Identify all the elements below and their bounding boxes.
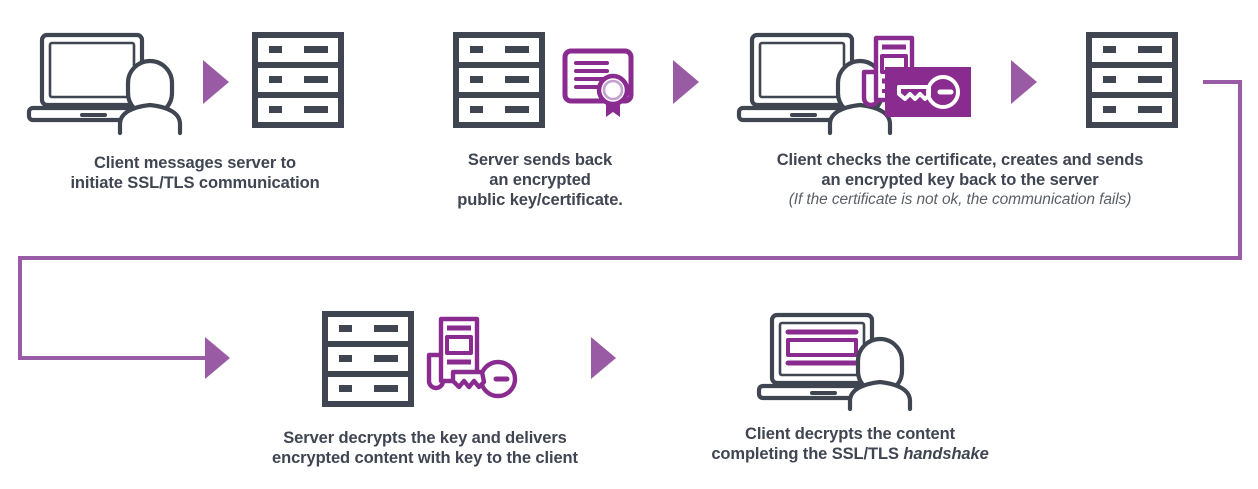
step-4-caption-line-1: Server decrypts the key and delivers — [283, 429, 567, 447]
connector-segment-top — [1203, 80, 1242, 84]
step-5-caption-line-2: completing the SSL/TLS — [711, 445, 904, 463]
step-1-icon-server-rack — [252, 32, 344, 128]
step-4-caption: Server decrypts the key and delivers enc… — [190, 428, 660, 468]
connector-segment-bottom — [18, 356, 208, 360]
step-5-caption: Client decrypts the content completing t… — [660, 424, 1040, 464]
step-1-caption: Client messages server to initiate SSL/T… — [10, 153, 380, 193]
step-2-caption-line-2: an encrypted — [489, 171, 591, 189]
step-1-caption-line-2: initiate SSL/TLS communication — [70, 174, 320, 192]
step-2-caption: Server sends back an encrypted public ke… — [400, 150, 680, 210]
step-3-icon-server-rack — [1086, 32, 1178, 128]
step-5-caption-line-1: Client decrypts the content — [745, 425, 955, 443]
step-5-icon-laptop-document-user — [755, 310, 913, 412]
step-2-icon-certificate — [562, 48, 640, 122]
step-2-icon-server-rack — [453, 32, 545, 128]
step-5-caption-emphasis: handshake — [903, 445, 989, 463]
arrow-step2-to-step3 — [673, 60, 699, 104]
step-3-caption-line-1: Client checks the certificate, creates a… — [776, 151, 1144, 169]
step-1-icon-laptop-user — [25, 30, 195, 136]
step-3-caption-line-2: an encrypted key back to the server — [821, 171, 1099, 189]
connector-segment-right — [1238, 80, 1242, 260]
step-3-icon-key-box — [885, 67, 971, 117]
step-2-caption-line-1: Server sends back — [467, 151, 613, 169]
arrow-step3-to-step4 — [1011, 60, 1037, 104]
step-3-caption-note: (If the certificate is not ok, the commu… — [788, 191, 1132, 208]
step-2-caption-line-3: public key/certificate. — [457, 191, 623, 209]
arrow-step4-to-step5 — [591, 337, 616, 379]
step-4-icon-server-rack — [322, 311, 414, 407]
connector-segment-left — [18, 256, 22, 360]
step-4-caption-line-2: encrypted content with key to the client — [272, 449, 578, 467]
connector-segment-middle — [18, 256, 1242, 260]
step-1-caption-line-1: Client messages server to — [93, 154, 297, 172]
step-4-icon-document-key — [424, 313, 524, 405]
arrow-step1-to-step2 — [203, 60, 229, 104]
step-3-caption: Client checks the certificate, creates a… — [700, 150, 1220, 210]
arrow-wrap-to-step4 — [205, 337, 230, 379]
